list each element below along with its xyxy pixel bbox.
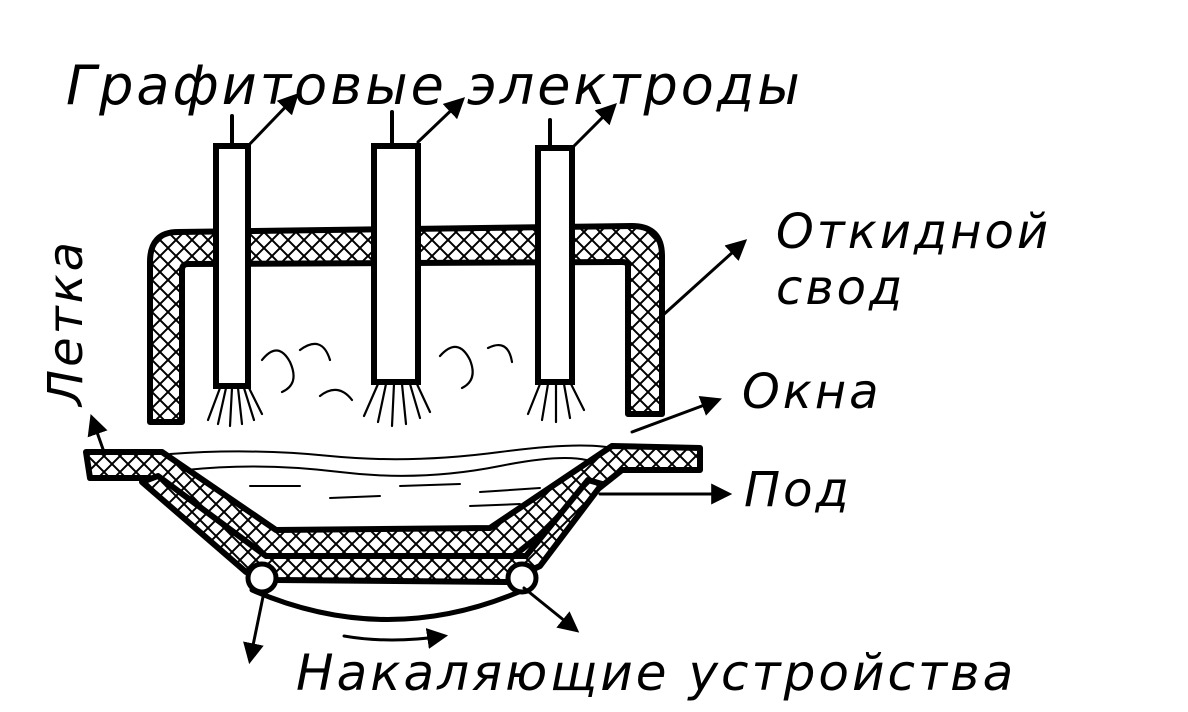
label-roof-line2: свод [776, 260, 905, 316]
electrode-right [535, 145, 575, 385]
leader-arrows [87, 92, 748, 665]
molten-bath [169, 444, 621, 507]
label-windows: Окна [742, 364, 882, 420]
label-tilting-devices: Накаляющие устройства [296, 644, 1016, 702]
label-taphole: Летка [38, 239, 94, 408]
label-roof-line1: Откидной [776, 204, 1051, 260]
electric-arcs [206, 342, 586, 428]
roller-right [505, 561, 539, 595]
electrode-left [213, 143, 251, 389]
electrode-middle [371, 143, 421, 385]
label-hearth: Под [744, 462, 852, 518]
roller-left [245, 561, 279, 595]
hearth [83, 443, 703, 622]
label-graphite-electrodes: Графитовые электроды [66, 54, 803, 117]
roof [147, 223, 665, 425]
graphite-electrodes [213, 110, 575, 389]
tilting-rollers [245, 561, 539, 595]
